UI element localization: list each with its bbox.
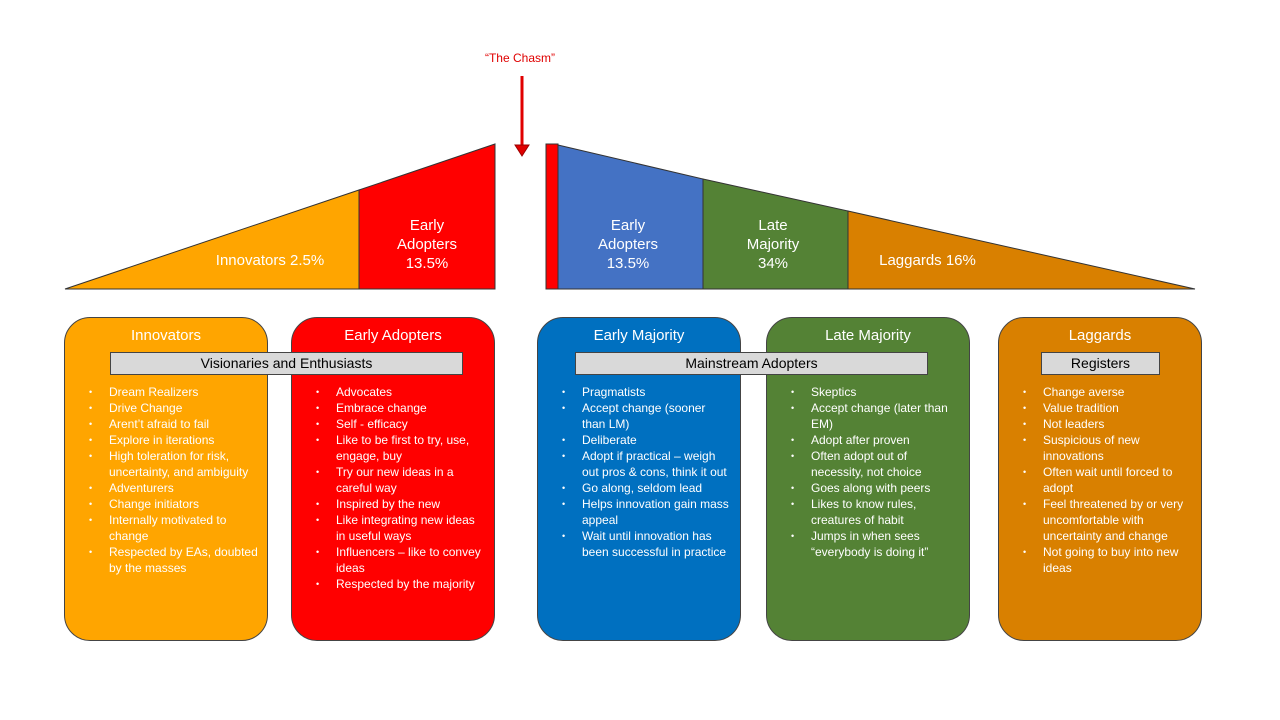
innovators-segment	[64, 189, 360, 290]
card-title: Early Majority	[593, 327, 685, 344]
list-item: Likes to know rules, creatures of habit	[785, 496, 961, 528]
card-list: Advocates Embrace change Self - efficacy…	[310, 384, 486, 592]
segment-label-line: Majority	[746, 236, 800, 253]
list-item: Like integrating new ideas in useful way…	[310, 512, 486, 544]
segment-label-innovators: Innovators 2.5%	[195, 251, 345, 270]
list-item: Helps innovation gain mass appeal	[556, 496, 732, 528]
segment-label-line: Adopters	[597, 236, 659, 253]
list-item: Value tradition	[1017, 400, 1193, 416]
list-item: Deliberate	[556, 432, 732, 448]
list-item: Pragmatists	[556, 384, 732, 400]
card-list: Change averse Value tradition Not leader…	[1017, 384, 1193, 576]
segment-label-line: 13.5%	[405, 255, 449, 272]
list-item: High toleration for risk, uncertainty, a…	[83, 448, 259, 480]
segment-label-line: Adopters	[396, 236, 458, 253]
laggards-segment	[847, 210, 1196, 290]
list-item: Influencers – like to convey ideas	[310, 544, 486, 576]
list-item: Wait until innovation has been successfu…	[556, 528, 732, 560]
list-item: Try our new ideas in a careful way	[310, 464, 486, 496]
list-item: Respected by the majority	[310, 576, 486, 592]
list-item: Adopt if practical – weigh out pros & co…	[556, 448, 732, 480]
segment-label-line: 13.5%	[606, 255, 650, 272]
list-item: Often adopt out of necessity, not choice	[785, 448, 961, 480]
segment-label-early-adopters-right: Early Adopters 13.5%	[570, 216, 686, 273]
list-item: Like to be first to try, use, engage, bu…	[310, 432, 486, 464]
chasm-arrow-head	[514, 144, 530, 157]
segment-label-line: Laggards 16%	[879, 252, 976, 269]
visionaries-band: Visionaries and Enthusiasts	[110, 352, 463, 375]
list-item: Goes along with peers	[785, 480, 961, 496]
list-item: Self - efficacy	[310, 416, 486, 432]
early-adopters-left-segment	[358, 143, 496, 290]
list-item: Feel threatened by or very uncomfortable…	[1017, 496, 1193, 544]
segment-label-late-majority: Late Majority 34%	[715, 216, 831, 273]
list-item: Jumps in when sees “everybody is doing i…	[785, 528, 961, 560]
card-list: Dream Realizers Drive Change Arent’t afr…	[83, 384, 259, 576]
card-list: Pragmatists Accept change (sooner than L…	[556, 384, 732, 560]
list-item: Accept change (sooner than LM)	[556, 400, 732, 432]
list-item: Not leaders	[1017, 416, 1193, 432]
innovators-card: Innovators Dream Realizers Drive Change …	[64, 317, 268, 641]
list-item: Often wait until forced to adopt	[1017, 464, 1193, 496]
card-title: Late Majority	[825, 327, 911, 344]
segment-label-laggards: Laggards 16%	[865, 251, 990, 270]
list-item: Suspicious of new innovations	[1017, 432, 1193, 464]
card-title: Innovators	[130, 327, 202, 344]
list-item: Adventurers	[83, 480, 259, 496]
list-item: Not going to buy into new ideas	[1017, 544, 1193, 576]
segment-label-early-adopters-left: Early Adopters 13.5%	[370, 216, 484, 273]
segment-label-line: 34%	[757, 255, 789, 272]
chasm-edge-bar	[545, 143, 559, 290]
list-item: Skeptics	[785, 384, 961, 400]
list-item: Arent’t afraid to fail	[83, 416, 259, 432]
chasm-label: “The Chasm”	[484, 51, 555, 65]
card-title: Laggards	[1068, 327, 1132, 344]
list-item: Embrace change	[310, 400, 486, 416]
list-item: Adopt after proven	[785, 432, 961, 448]
card-title: Early Adopters	[344, 327, 442, 344]
list-item: Respected by EAs, doubted by the masses	[83, 544, 259, 576]
segment-label-line: Early	[409, 217, 445, 234]
segment-label-line: Innovators 2.5%	[215, 252, 325, 269]
list-item: Change initiators	[83, 496, 259, 512]
list-item: Drive Change	[83, 400, 259, 416]
list-item: Advocates	[310, 384, 486, 400]
segment-label-line: Late	[758, 217, 788, 234]
mainstream-band: Mainstream Adopters	[575, 352, 928, 375]
registers-band: Registers	[1041, 352, 1160, 375]
list-item: Accept change (later than EM)	[785, 400, 961, 432]
card-list: Skeptics Accept change (later than EM) A…	[785, 384, 961, 560]
list-item: Go along, seldom lead	[556, 480, 732, 496]
list-item: Explore in iterations	[83, 432, 259, 448]
list-item: Inspired by the new	[310, 496, 486, 512]
list-item: Dream Realizers	[83, 384, 259, 400]
list-item: Internally motivated to change	[83, 512, 259, 544]
segment-label-line: Early	[610, 217, 646, 234]
list-item: Change averse	[1017, 384, 1193, 400]
